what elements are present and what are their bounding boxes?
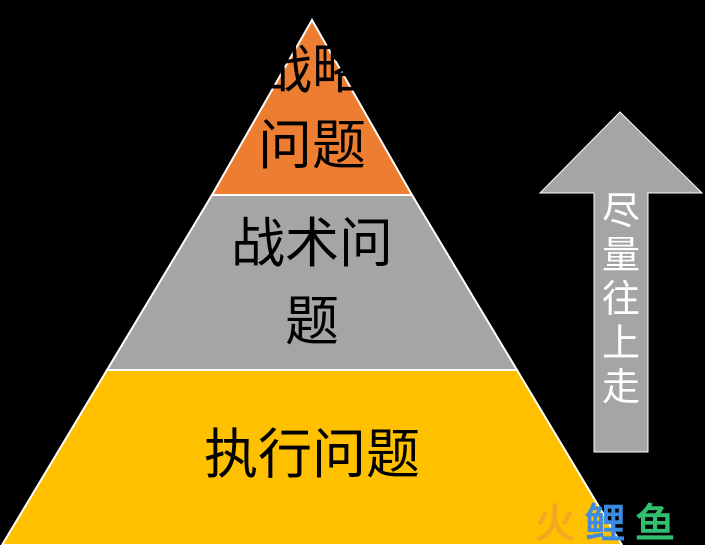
up-arrow-icon [538, 111, 704, 453]
watermark-logo: 火 鲤 鱼 [535, 501, 675, 545]
tier-tactics-line-1: 战术问 [231, 212, 393, 275]
watermark-char-2: 鲤 [585, 501, 625, 545]
tier-tactics-line-2: 题 [285, 290, 339, 353]
arrow-char-3: 往 [602, 277, 640, 321]
watermark-char-1: 火 [535, 501, 575, 545]
tier-execution-shape [0, 369, 624, 545]
arrow-char-4: 上 [602, 321, 640, 365]
arrow-char-1: 尽 [602, 189, 640, 233]
tier-strategy-line-2: 问题 [258, 114, 366, 177]
arrow-char-5: 走 [602, 365, 640, 409]
arrow-char-2: 量 [602, 233, 640, 277]
watermark-char-3: 鱼 [635, 501, 675, 545]
tier-execution-label: 执行问题 [204, 423, 420, 486]
tier-strategy-line-1: 战略 [258, 38, 366, 101]
